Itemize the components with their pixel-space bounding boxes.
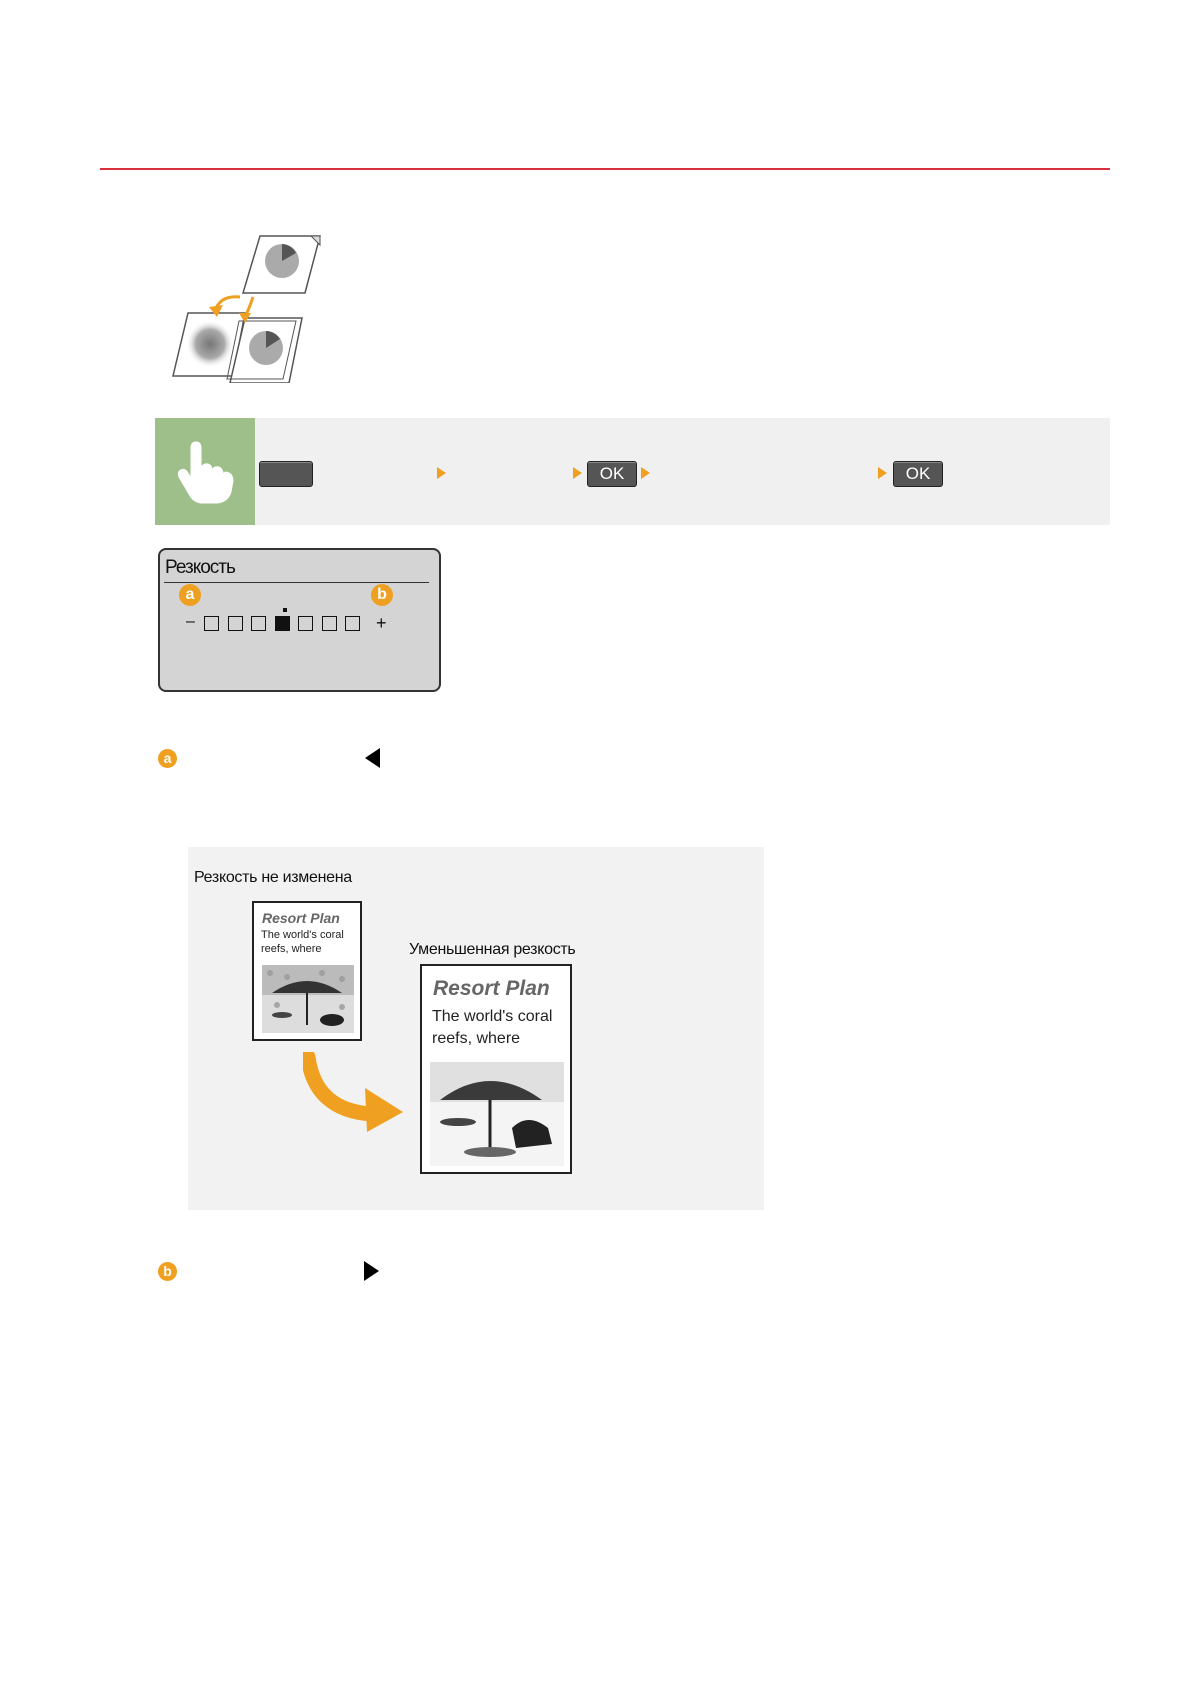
doc-small-title: Resort Plan [262,910,340,926]
right-arrow-key-icon [364,1261,379,1281]
beach-photo-small [262,965,354,1033]
lcd-plus: + [376,613,387,633]
doc-small-line1: The world's coral [261,929,344,941]
lcd-minus: – [186,613,195,630]
document-result: Resort Plan The world's coral reefs, whe… [420,964,572,1174]
caption-result: Уменьшенная резкость [409,941,576,958]
lcd-divider [164,582,429,583]
arrow-right-icon [878,467,887,479]
lcd-level-cell [321,616,337,631]
procedure-bar: OK OK [155,418,1110,525]
option-a-badge: a [158,749,177,768]
doc-large-line1: The world's coral [432,1008,553,1025]
doc-small-line2: reefs, where [261,943,322,955]
caption-original: Резкость не изменена [194,869,352,886]
lcd-badge-b: b [371,584,393,606]
ok-key[interactable]: OK [893,461,943,487]
left-arrow-key-icon [365,748,380,768]
doc-large-line2: reefs, where [432,1030,521,1047]
beach-photo-large [430,1062,564,1166]
lcd-level-cell [345,616,360,631]
option-b-badge: b [158,1262,177,1281]
lcd-level-cell [204,616,219,631]
lcd-display: Резкость a b – + [158,548,441,692]
arrow-right-icon [641,467,650,479]
lcd-title: Резкость [165,557,236,578]
example-panel: Резкость не изменена Resort Plan The wor… [188,847,764,1210]
arrow-right-icon [573,467,582,479]
ok-key[interactable]: OK [587,461,637,487]
lcd-level-cell [251,616,266,631]
lcd-badge-a: a [179,584,201,606]
curved-arrow-icon [303,1052,403,1132]
header-rule [100,168,1110,170]
lcd-level-cell [227,616,243,631]
document-original: Resort Plan The world's coral reefs, whe… [252,901,362,1041]
doc-large-title: Resort Plan [433,977,550,1000]
lcd-level-cell [298,616,313,631]
lcd-level-cell [274,616,290,631]
menu-key[interactable] [259,461,313,487]
lcd-center-marker [283,608,287,612]
hand-icon [155,418,255,525]
sharpness-hero-icon [165,233,330,384]
arrow-right-icon [437,467,446,479]
